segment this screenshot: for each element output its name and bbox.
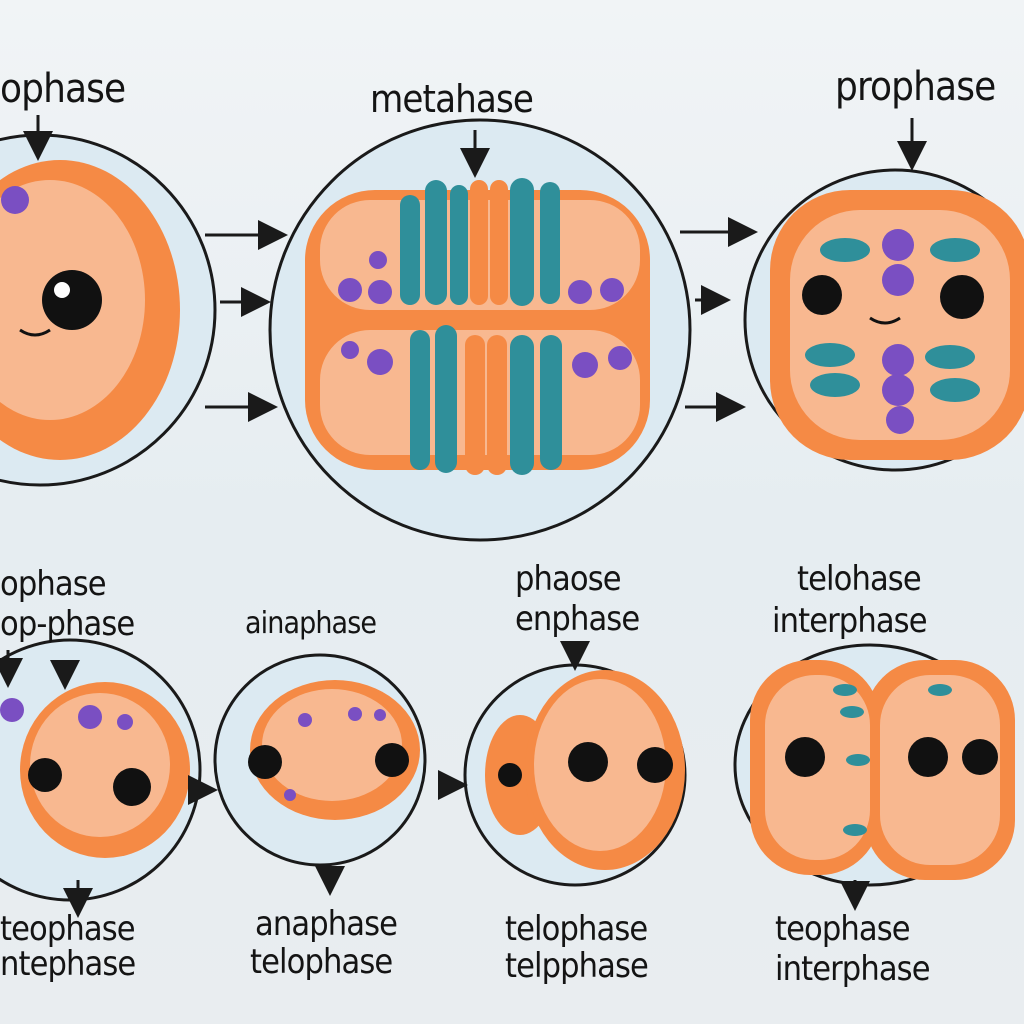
cell-prophase-right — [743, 168, 1024, 472]
label-b1-top-1: ophase — [0, 564, 107, 604]
label-b4-top-1: telohase — [797, 559, 922, 599]
cell-metaphase — [268, 118, 692, 542]
label-b3-top-1: phaose — [515, 559, 622, 599]
cell-bottom-1 — [0, 638, 202, 902]
cell-bottom-3 — [463, 663, 687, 887]
label-b1-bottom-1: teophase — [0, 909, 136, 949]
label-b4-bottom-2: interphase — [775, 949, 931, 989]
label-top-3: prophase — [835, 64, 996, 110]
label-b4-top-2: interphase — [772, 601, 928, 641]
arrows-bottom — [0, 641, 870, 918]
cell-bottom-2 — [213, 653, 427, 867]
label-b4-bottom-1: teophase — [775, 909, 911, 949]
label-b3-bottom-1: telophase — [505, 909, 648, 949]
label-top-2: metahase — [370, 77, 534, 121]
label-top-1: ophase — [0, 66, 126, 112]
cell-bottom-4 — [733, 643, 1015, 887]
label-b2-top-1: ainaphase — [245, 606, 377, 641]
cell-prophase-left — [0, 133, 217, 487]
label-b1-bottom-2: ntephase — [0, 944, 136, 984]
label-b3-top-2: enphase — [515, 599, 640, 639]
label-b3-bottom-2: telpphase — [505, 946, 649, 986]
label-b2-bottom-2: telophase — [250, 942, 393, 982]
arrows-top — [23, 115, 927, 422]
label-b2-bottom-1: anaphase — [255, 904, 398, 944]
label-b1-top-2: op-phase — [0, 604, 135, 644]
